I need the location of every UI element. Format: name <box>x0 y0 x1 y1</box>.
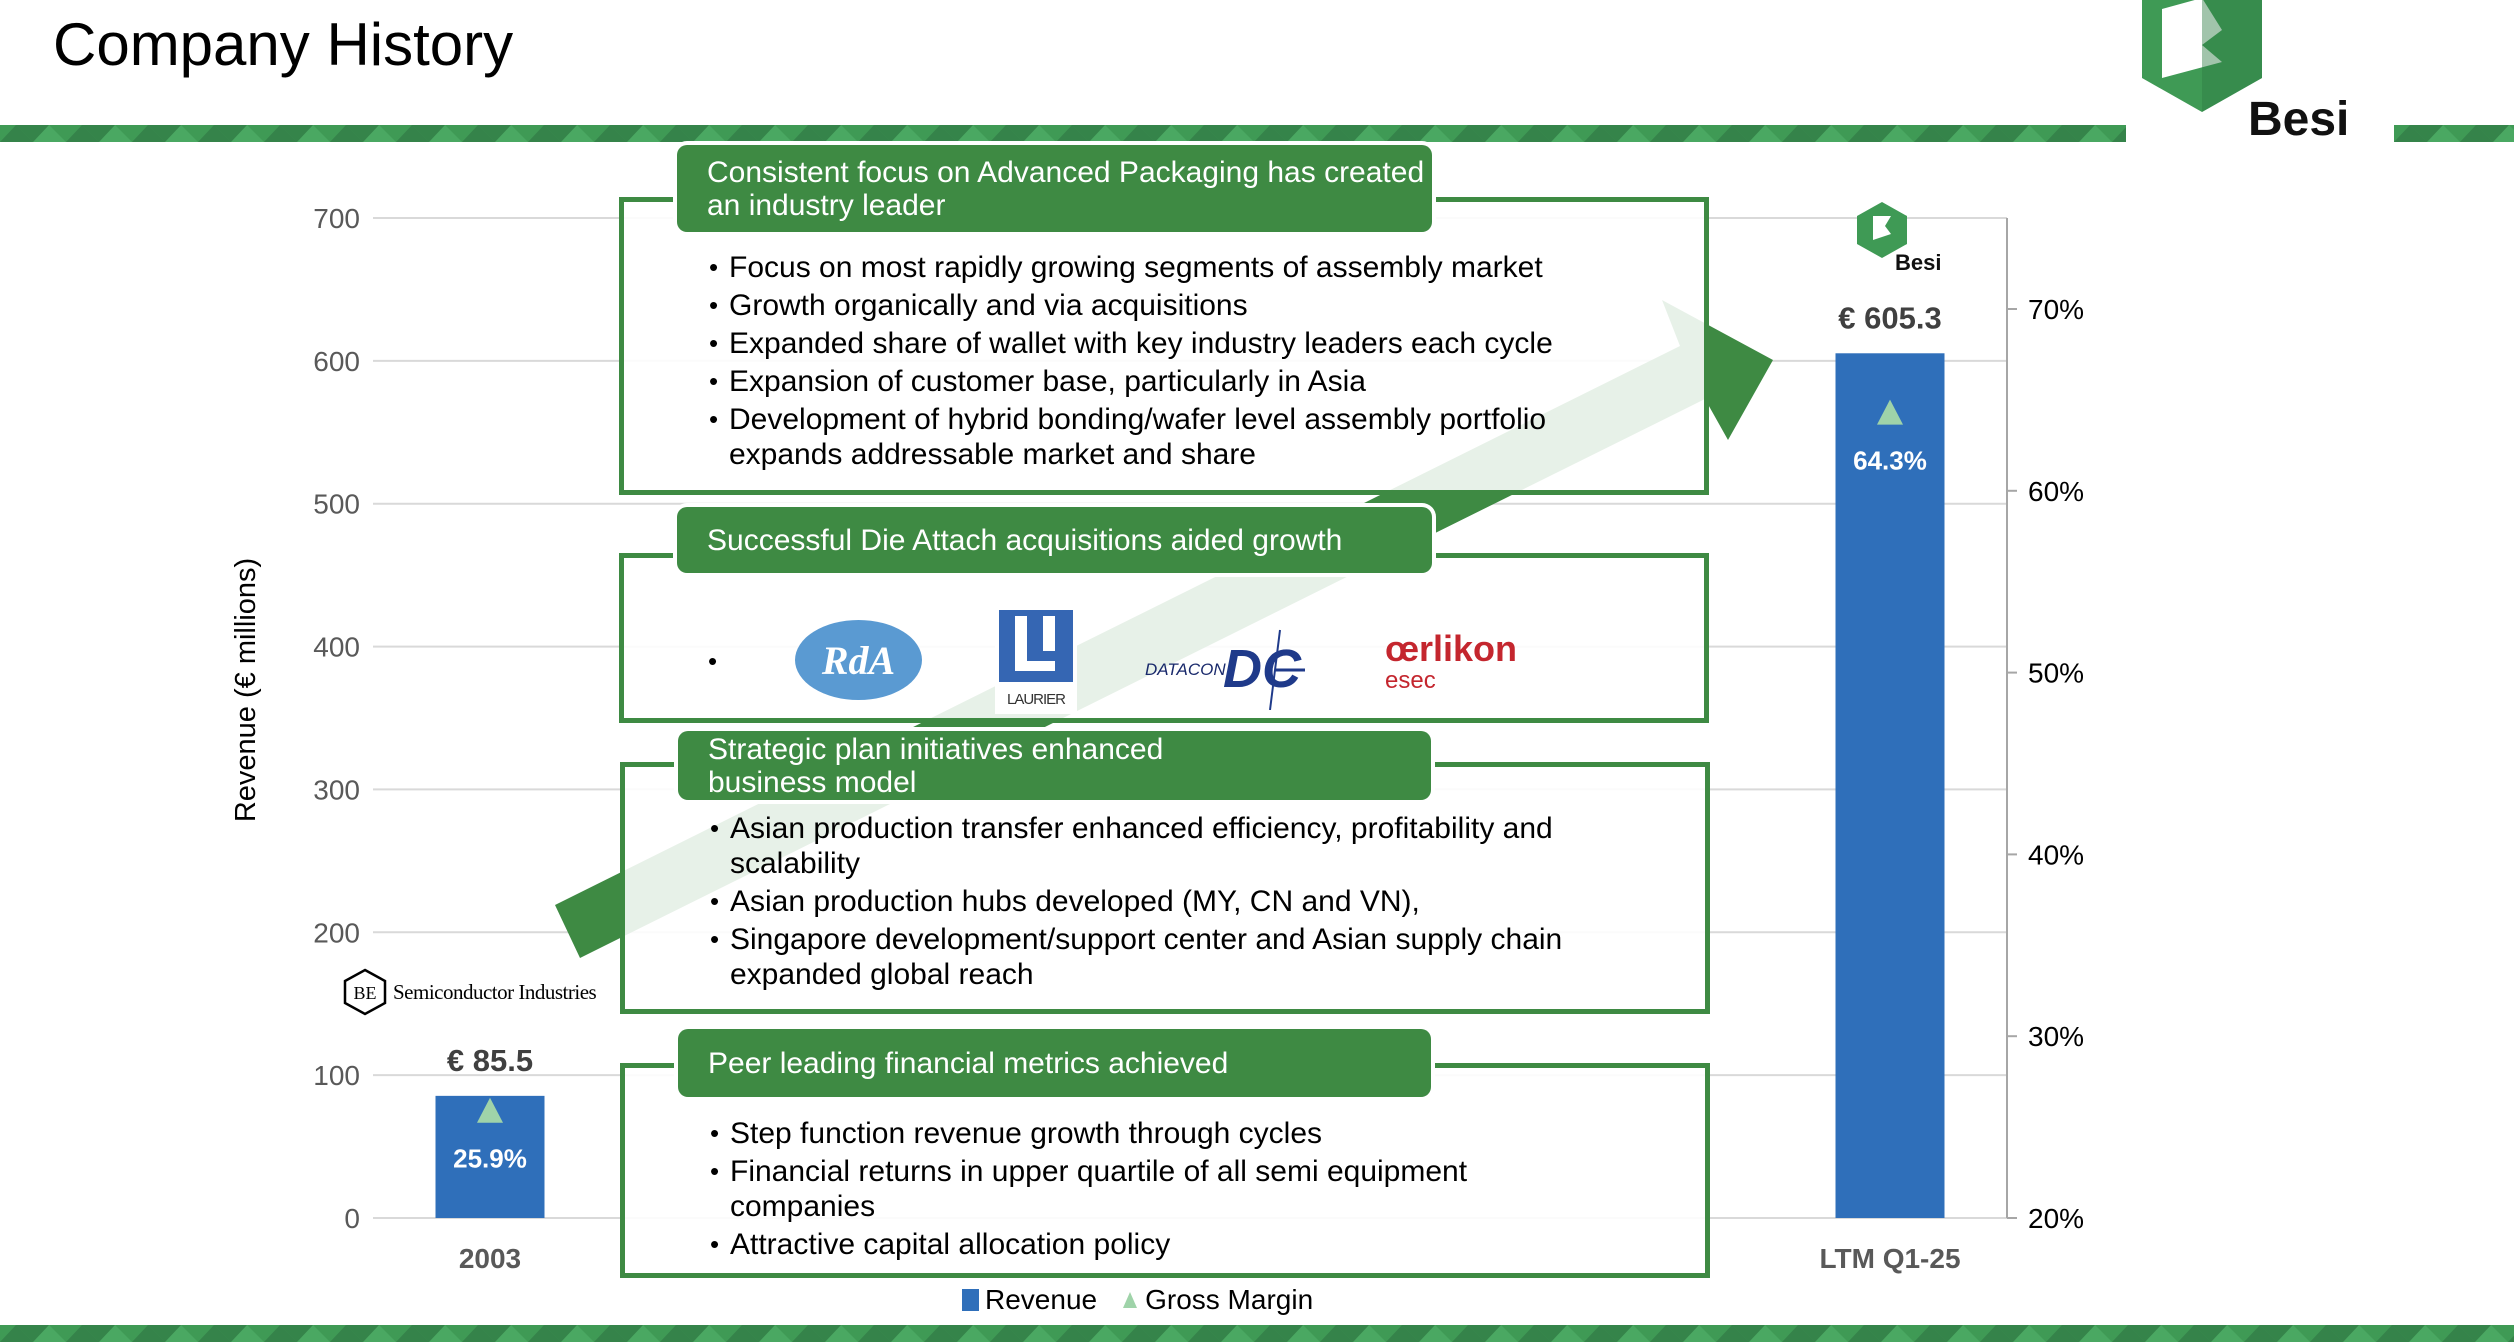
bullet-item: Expansion of customer base, particularly… <box>709 364 1629 399</box>
category-label: LTM Q1-25 <box>1819 1243 1960 1274</box>
gross-margin-data-label: 64.3% <box>1853 446 1927 476</box>
y-tick-label: 100 <box>313 1060 360 1091</box>
laurier-logo-text: LAURIER <box>1006 691 1066 708</box>
revenue-data-label: € 85.5 <box>447 1043 533 1078</box>
y2-tick-label: 20% <box>2028 1203 2084 1234</box>
svg-text:BE: BE <box>353 983 376 1003</box>
legend-revenue-label: Revenue <box>985 1284 1098 1315</box>
box-title: Consistent focus on Advanced Packaging h… <box>677 145 1432 232</box>
box-title: Peer leading financial metrics achieved <box>678 1029 1431 1097</box>
y2-tick-label: 30% <box>2028 1021 2084 1052</box>
bullet-item: Focus on most rapidly growing segments o… <box>709 250 1629 285</box>
bullet-item: Step function revenue growth through cyc… <box>710 1116 1590 1151</box>
header-band-right <box>2394 125 2514 142</box>
legend-revenue-swatch <box>962 1289 979 1311</box>
box-advanced-packaging: Focus on most rapidly growing segments o… <box>619 197 1709 495</box>
bullet-item: Development of hybrid bonding/wafer leve… <box>709 402 1629 472</box>
bullet-item: Asian production hubs developed (MY, CN … <box>710 884 1670 919</box>
y2-tick-label: 40% <box>2028 839 2084 870</box>
y-axis-title: Revenue (€ millions) <box>230 558 262 822</box>
besi-hexagon-icon <box>2142 0 2262 112</box>
bullet-item: Growth organically and via acquisitions <box>709 288 1629 323</box>
footer-band <box>0 1325 2514 1342</box>
bullet-item: Asian production transfer enhanced effic… <box>710 811 1670 881</box>
bullet-list: Step function revenue growth through cyc… <box>710 1116 1590 1265</box>
bullet-item: Expanded share of wallet with key indust… <box>709 326 1629 361</box>
y-tick-label: 600 <box>313 346 360 377</box>
header-band-left <box>0 125 2126 142</box>
be-hexagon-icon: BE <box>343 968 387 1016</box>
box-title: Strategic plan initiatives enhanced busi… <box>678 731 1431 800</box>
bullet-item: Attractive capital allocation policy <box>710 1227 1590 1262</box>
svg-text:DATACON: DATACON <box>1145 660 1226 679</box>
legend: Revenue Gross Margin <box>962 1284 1313 1316</box>
bullet-item: Singapore development/support center and… <box>710 922 1670 992</box>
y2-tick-label: 70% <box>2028 294 2084 325</box>
y-tick-label: 400 <box>313 632 360 663</box>
y-tick-label: 700 <box>313 203 360 234</box>
oerlikon-esec-logo: œrlikon esec <box>1385 628 1517 694</box>
bullet-list: Focus on most rapidly growing segments o… <box>709 250 1629 475</box>
legend-gross-margin-label: Gross Margin <box>1145 1284 1314 1315</box>
be-semiconductor-logo: BE Semiconductor Industries <box>343 968 613 1016</box>
rda-logo-text: RdA <box>821 637 896 683</box>
box-title: Successful Die Attach acquisitions aided… <box>677 507 1432 573</box>
besi-logo-text: Besi <box>2248 93 2350 146</box>
y-tick-label: 200 <box>313 917 360 948</box>
gross-margin-data-label: 25.9% <box>453 1144 527 1174</box>
y2-tick-label: 50% <box>2028 658 2084 689</box>
box-financial-metrics: Step function revenue growth through cyc… <box>620 1063 1710 1278</box>
bullet-dot: • <box>708 646 718 676</box>
be-logo-text: Semiconductor Industries <box>393 979 597 1004</box>
revenue-data-label: € 605.3 <box>1838 300 1941 335</box>
rda-logo: RdA <box>795 620 922 700</box>
revenue-bar <box>1835 353 1945 1218</box>
y-tick-label: 300 <box>313 774 360 805</box>
y-tick-label: 500 <box>313 489 360 520</box>
gross-margin-marker <box>477 1097 503 1123</box>
category-label: 2003 <box>459 1243 521 1274</box>
laurier-logo: LAURIER <box>995 606 1077 714</box>
legend-gross-margin-swatch <box>1123 1292 1138 1308</box>
box-acquisitions: • <box>619 553 1709 723</box>
y2-tick-label: 60% <box>2028 476 2084 507</box>
besi-chart-logo: Besi <box>1855 200 1955 280</box>
besi-logo: Besi <box>2140 0 2390 146</box>
besi-hexagon-icon <box>1857 202 1907 258</box>
y-tick-label: 0 <box>344 1203 360 1234</box>
bullet-list: Asian production transfer enhanced effic… <box>710 811 1670 995</box>
bullet-item: Financial returns in upper quartile of a… <box>710 1154 1590 1224</box>
box-strategic-plan: Asian production transfer enhanced effic… <box>620 762 1710 1014</box>
page-title: Company History <box>53 11 514 78</box>
gross-margin-marker <box>1877 399 1903 425</box>
besi-chart-logo-text: Besi <box>1895 250 1942 275</box>
